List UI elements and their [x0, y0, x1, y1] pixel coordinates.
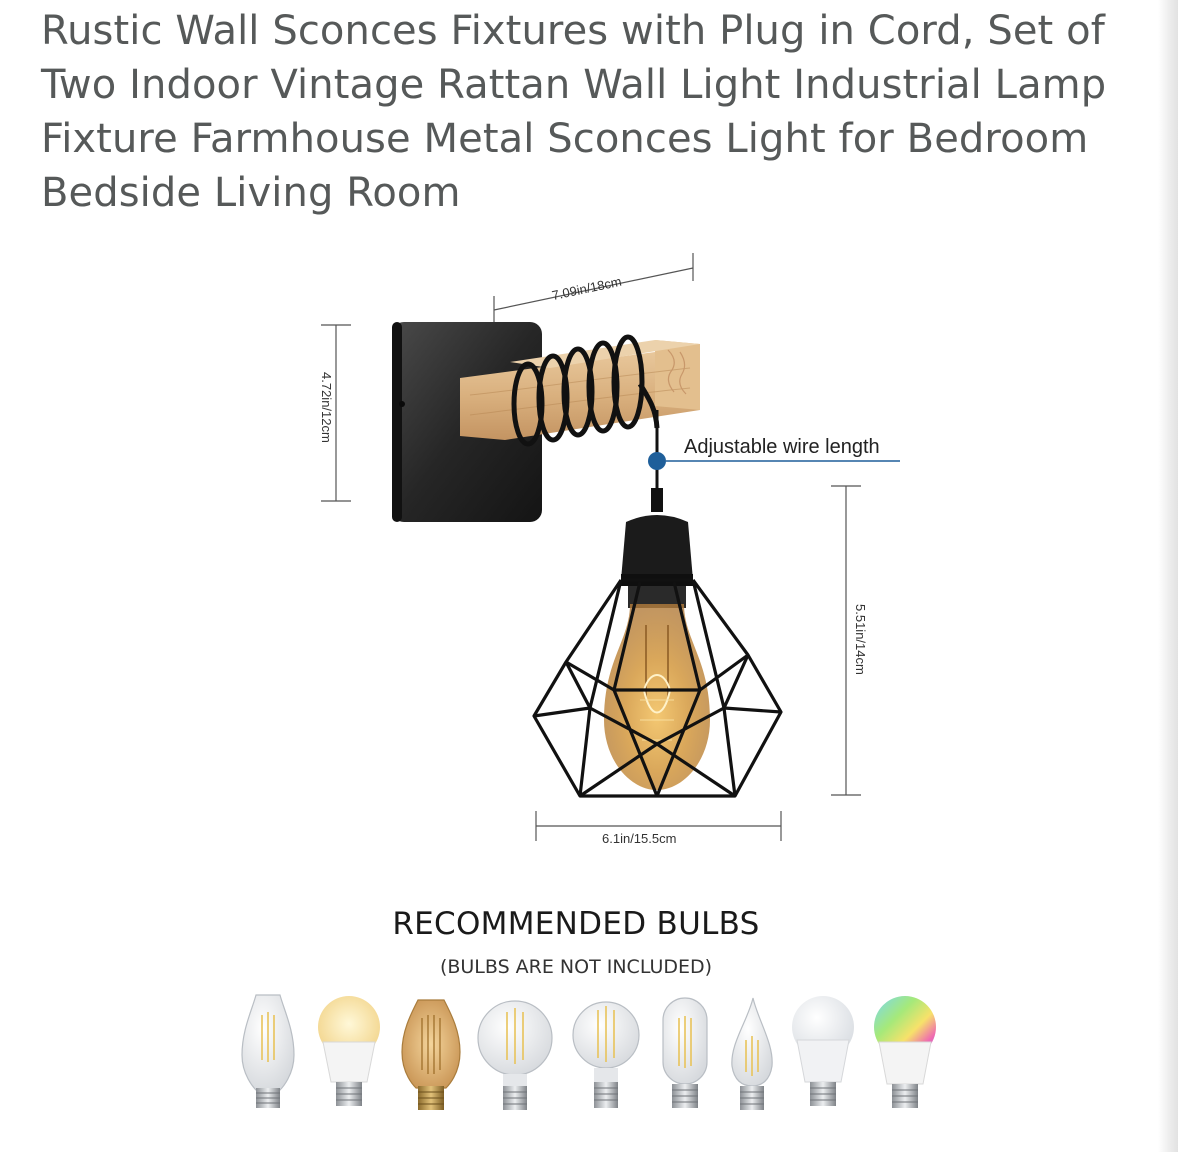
adjust-point-marker — [648, 452, 666, 470]
g25-filament-bulb-icon — [572, 1001, 640, 1108]
product-image[interactable]: 7.09in/18cm 4.72in/12cm — [0, 230, 1158, 1130]
cord-coils — [511, 334, 660, 447]
rgb-smart-bulb-icon — [874, 996, 936, 1108]
wire-callout: Adjustable wire length — [648, 410, 900, 505]
height-dimension: 4.72in/12cm — [319, 324, 351, 502]
recommended-bulbs-title: RECOMMENDED BULBS — [392, 906, 759, 942]
shade-width-dimension: 6.1in/15.5cm — [535, 811, 782, 846]
edison-bulb — [604, 604, 710, 790]
a19-white-bulb-icon — [792, 996, 854, 1106]
recommended-bulbs-subtitle: (BULBS ARE NOT INCLUDED) — [440, 956, 712, 978]
shade-height-dimension: 5.51in/14cm — [831, 485, 868, 796]
wire-callout-label: Adjustable wire length — [684, 436, 880, 458]
lamp-socket — [621, 488, 693, 608]
st64-amber-bulb-icon — [401, 999, 461, 1110]
height-dimension-label: 4.72in/12cm — [319, 372, 334, 443]
scroll-edge-shadow — [1158, 0, 1178, 1152]
bulb-lineup — [241, 994, 936, 1110]
t45-tubular-bulb-icon — [662, 997, 708, 1108]
candle-flame-bulb-icon — [731, 997, 773, 1110]
smart-a19-warm-bulb-icon — [318, 996, 380, 1106]
product-title: Rustic Wall Sconces Fixtures with Plug i… — [41, 8, 1107, 216]
diamond-cage — [532, 578, 783, 798]
shade-height-label: 5.51in/14cm — [853, 604, 868, 675]
width-dimension: 7.09in/18cm — [493, 253, 694, 325]
st64-filament-bulb-icon — [241, 994, 295, 1108]
g25-globe-bulb-icon — [477, 1000, 553, 1110]
shade-width-label: 6.1in/15.5cm — [602, 831, 676, 846]
width-dimension-label: 7.09in/18cm — [550, 274, 622, 303]
